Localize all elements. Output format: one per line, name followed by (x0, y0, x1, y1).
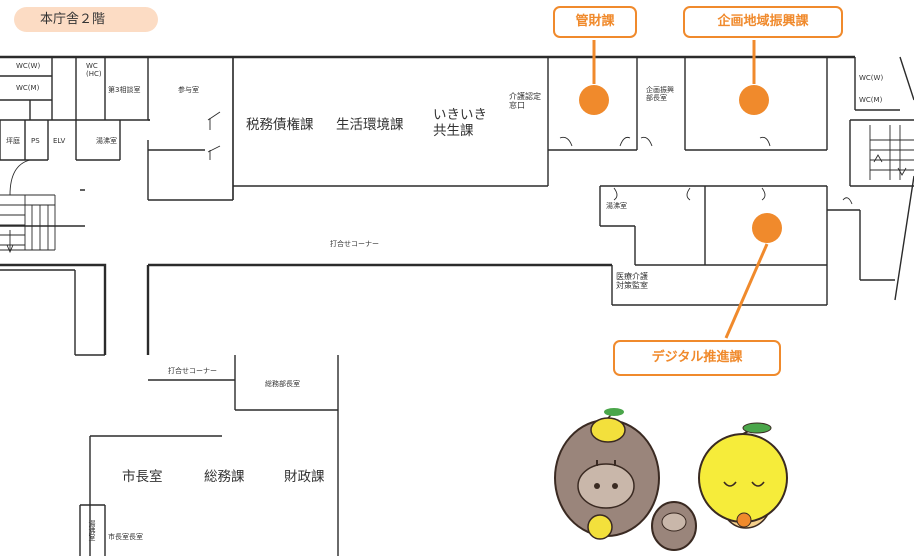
marker-kikaku (739, 85, 769, 115)
mascot-small-bear-icon (651, 501, 697, 551)
room-yuwakashi1: 湯沸室 (96, 137, 117, 145)
room-seikatsu: 生活環境課 (336, 117, 404, 133)
room-soudan3: 第3相談室 (108, 86, 141, 94)
marker-kanzai (579, 85, 609, 115)
room-zaisei: 財政課 (284, 469, 325, 485)
room-shichou: 市長室 (122, 469, 163, 485)
room-kikaku-buchou: 企画振興 部長室 (646, 86, 674, 103)
room-wc-m-left: WC(M) (16, 84, 40, 92)
marker-digital (752, 213, 782, 243)
room-kaigo-madoguchi: 介護認定 窓口 (509, 92, 541, 111)
callout-kikaku[interactable]: 企画地域振興課 (683, 6, 843, 38)
room-shichoushitsuchou: 市長室長室 (108, 533, 143, 541)
room-wc-w-right: WC(W) (859, 74, 884, 82)
room-wc-m-right: WC(M) (859, 96, 883, 104)
room-uchiawase1: 打合せコーナー (330, 240, 379, 248)
room-wc-hc: WC (HC) (86, 62, 102, 79)
room-sanyo: 参与室 (178, 86, 199, 94)
room-tsubo: 坪庭 (6, 137, 20, 145)
room-soumu-buchou: 総務部長室 (265, 380, 300, 388)
room-zeimu: 税務債権課 (246, 117, 314, 133)
room-wc-w-left: WC(W) (16, 62, 41, 70)
mascot-citrus-icon (698, 422, 788, 529)
callout-digital[interactable]: デジタル推進課 (613, 340, 781, 376)
corridor-wall (0, 263, 612, 355)
room-yuwakashi3: 湯沸室 (88, 520, 97, 541)
room-iryo-kaigo: 医療介護 対策監室 (616, 272, 648, 291)
room-soumuka: 総務課 (204, 469, 245, 485)
room-elv: ELV (53, 137, 66, 145)
room-ikiiki: いきいき 共生課 (433, 107, 487, 139)
callout-kanzai[interactable]: 管財課 (553, 6, 637, 38)
floor-label: 本庁舎２階 (14, 7, 158, 32)
room-yuwakashi2: 湯沸室 (606, 202, 627, 210)
room-ps: PS (31, 137, 40, 145)
room-uchiawase2: 打合せコーナー (168, 367, 217, 375)
mascot-bear-icon (554, 408, 660, 540)
